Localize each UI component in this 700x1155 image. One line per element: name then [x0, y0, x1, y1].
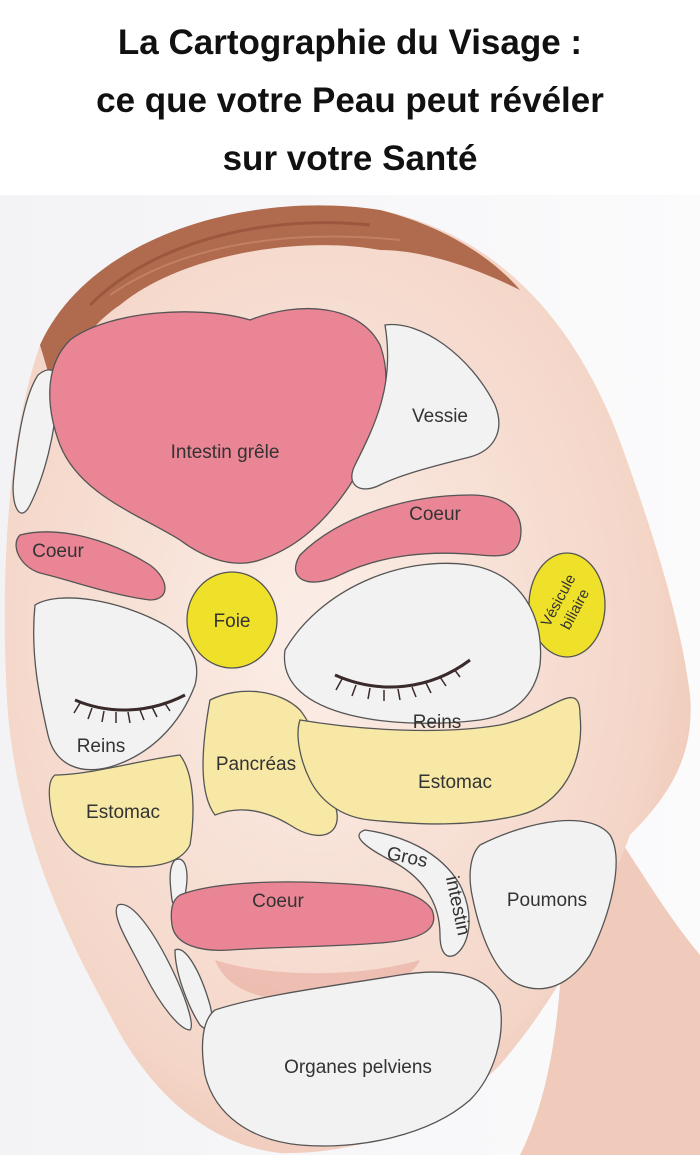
right-eye-lashes	[334, 658, 471, 689]
label-estomac-droite: Estomac	[418, 772, 492, 793]
label-pancreas: Pancréas	[216, 754, 296, 775]
hair-strand	[88, 221, 371, 307]
zone-estomac-droite	[297, 696, 582, 825]
zone-organes-pelviens	[201, 971, 502, 1147]
title-line-2: ce que votre Peau peut révéler	[96, 81, 604, 120]
zone-vessie	[351, 323, 500, 490]
face-map-diagram: Intestin grêle Vessie Coeur Coeur Foie V…	[0, 195, 700, 1155]
zone-coeur-levres	[170, 881, 435, 951]
left-eye-lash-strands	[73, 701, 171, 724]
label-reins-droite: Reins	[413, 712, 462, 733]
label-coeur-front: Coeur	[409, 504, 461, 525]
label-coeur-gauche: Coeur	[32, 541, 84, 562]
label-organes-pelviens: Organes pelviens	[284, 1057, 432, 1078]
label-reins-gauche: Reins	[77, 736, 126, 757]
right-eye-lash-strands	[335, 668, 461, 701]
label-foie: Foie	[214, 611, 251, 632]
page-title: La Cartographie du Visage : ce que votre…	[0, 14, 700, 188]
zone-foie	[186, 571, 278, 669]
face-map-svg: Intestin grêle Vessie Coeur Coeur Foie V…	[0, 195, 700, 1155]
zone-gros-intestin	[358, 829, 470, 957]
zone-reins-gauche	[33, 597, 198, 771]
title-line-3: sur votre Santé	[222, 139, 478, 178]
label-vessie: Vessie	[412, 406, 468, 427]
hair	[40, 205, 520, 395]
label-coeur-levres: Coeur	[252, 891, 304, 912]
left-eye-lashes	[74, 693, 186, 712]
zone-coeur-gauche	[15, 531, 166, 601]
zone-strip-2	[115, 903, 192, 1031]
label-poumons: Poumons	[507, 890, 587, 911]
zone-intestin-grele	[49, 307, 387, 564]
hair-strand	[109, 235, 401, 296]
zone-coeur-front	[294, 494, 522, 583]
label-intestin-grele: Intestin grêle	[171, 442, 280, 463]
label-estomac-gauche: Estomac	[86, 802, 160, 823]
zone-reins-droite	[283, 562, 542, 724]
title-line-1: La Cartographie du Visage :	[117, 23, 583, 62]
zone-poumons	[469, 819, 617, 990]
